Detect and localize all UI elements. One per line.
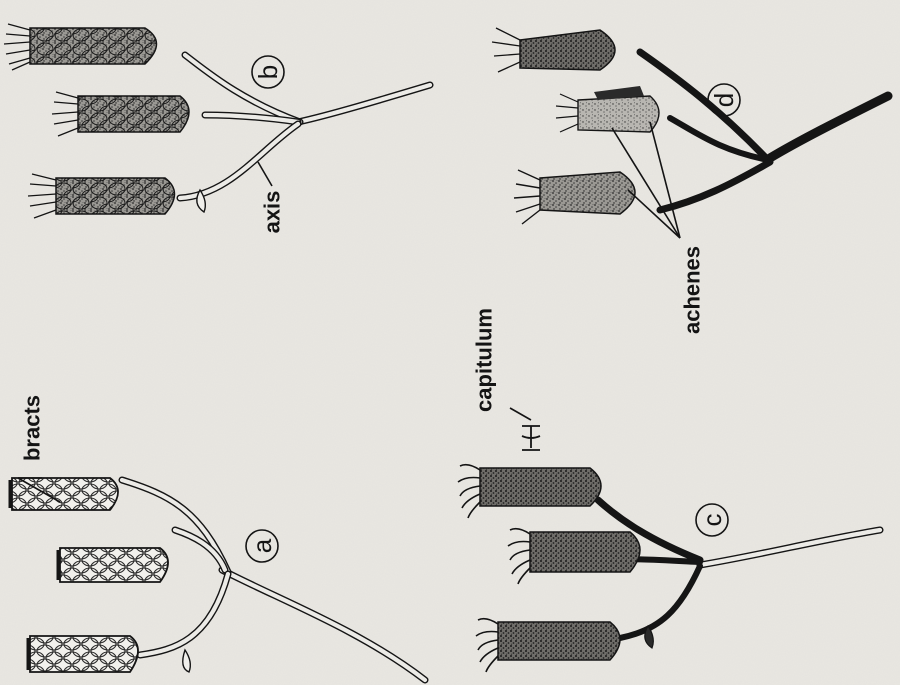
label-capitulum: capitulum (472, 308, 497, 412)
label-bracts: bracts (20, 395, 45, 461)
label-axis: axis (260, 191, 285, 234)
capitulum-a2 (58, 548, 168, 582)
capitulum-a3 (28, 636, 138, 672)
panel-letter-a: a (247, 538, 277, 553)
panel-letter-b: b (253, 65, 283, 79)
panel-letter-c: c (697, 514, 727, 527)
label-achenes: achenes (680, 246, 705, 334)
panel-letter-d: d (709, 93, 739, 107)
